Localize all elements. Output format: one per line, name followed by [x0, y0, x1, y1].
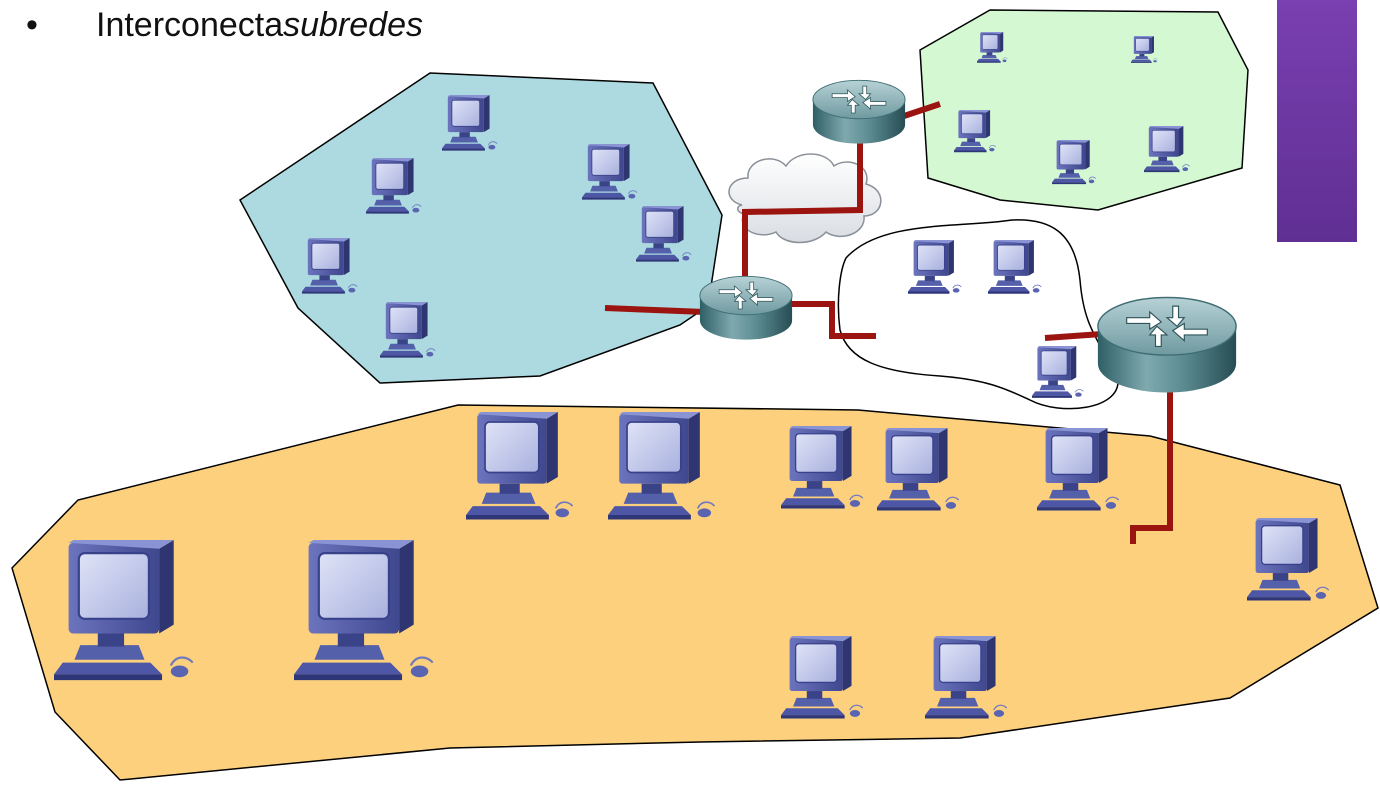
bullet-point: • Interconecta subredes [26, 0, 423, 50]
accent-bar [1277, 0, 1357, 242]
cloud-icon [728, 153, 882, 244]
subnet-white [837, 219, 1119, 410]
router-icon [699, 275, 793, 341]
bullet-text: Interconecta [96, 5, 284, 44]
link-router-white [790, 301, 876, 339]
link-blue-router [604, 305, 706, 315]
link-white-router3 [1044, 331, 1103, 341]
subnet-orange [11, 404, 1379, 781]
router-icon [812, 79, 906, 145]
router-icon [1097, 296, 1237, 394]
bullet-text-italic: subredes [283, 5, 423, 44]
link-router2-green [903, 101, 941, 119]
bullet-marker: • [26, 5, 38, 44]
links [604, 101, 1173, 544]
link-router3-orange [1130, 378, 1173, 544]
link-router-cloud [742, 112, 863, 282]
